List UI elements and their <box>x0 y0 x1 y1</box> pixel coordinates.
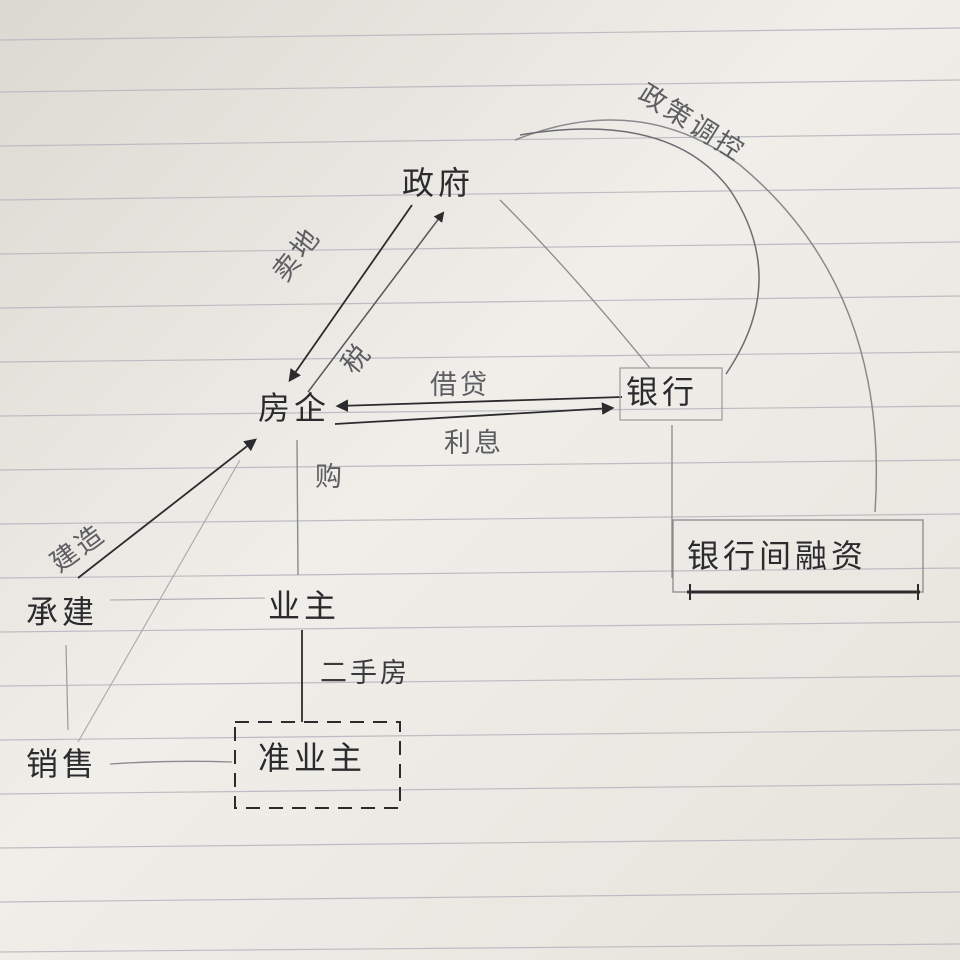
developer-owner-line <box>296 439 299 576</box>
node-bank: 银行 <box>626 373 699 411</box>
edge-loan: 借贷 <box>430 370 490 401</box>
interest-arrow <box>334 402 615 425</box>
prospect-box <box>234 721 401 809</box>
contractor-owner-line <box>109 597 266 601</box>
edge-second-hand: 二手房 <box>320 658 410 689</box>
contractor-sales-line <box>65 644 69 731</box>
edge-interest: 利息 <box>444 428 504 459</box>
edge-purchase: 购 <box>310 462 341 492</box>
node-contractor: 承建 <box>26 593 99 631</box>
policy-curve-outer <box>514 119 878 513</box>
gov-bank-line <box>499 199 651 369</box>
sales-developer-line <box>77 459 241 743</box>
loan-arrow <box>335 396 623 412</box>
construction-arrow <box>77 438 257 579</box>
land-sale-arrow <box>288 204 413 383</box>
node-prospective-owner: 准业主 <box>258 739 367 777</box>
sales-prospect-line <box>109 760 233 765</box>
policy-curve-inner <box>519 128 760 375</box>
node-sales: 销售 <box>26 745 99 783</box>
node-developer: 房企 <box>258 389 331 427</box>
node-interbank: 银行间融资 <box>687 537 868 575</box>
node-government: 政府 <box>402 164 475 202</box>
tax-arrow <box>307 211 445 393</box>
bank-box <box>619 367 723 421</box>
node-owner: 业主 <box>268 587 341 625</box>
